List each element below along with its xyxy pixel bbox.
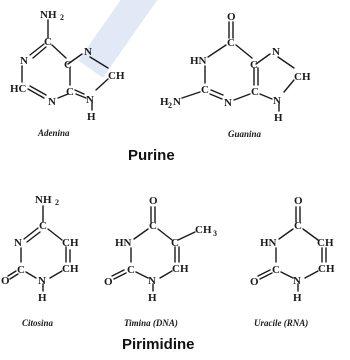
- adenine-atom-nh2: NH: [40, 9, 57, 21]
- cytosine-atom-h1: H: [38, 292, 47, 304]
- thymine-atom-c2: C: [127, 264, 135, 276]
- uracil-atom-c6h: CH: [318, 263, 335, 275]
- thymine-atom-c5: C: [171, 237, 179, 249]
- adenine-atom-n7: N: [84, 46, 92, 58]
- cytosine-atom-c6h: CH: [62, 263, 79, 275]
- section-label-purine: Purine: [128, 147, 175, 164]
- adenine-atom-c4: C: [66, 86, 74, 98]
- section-label-pyrimidine: Pirimidine: [122, 336, 195, 353]
- guanine-atom-hn1: HN: [190, 55, 207, 67]
- adenine-atom-n1: N: [20, 55, 28, 67]
- guanine-atom-n7: N: [272, 46, 280, 58]
- thymine-atom-o-top: O: [149, 195, 158, 207]
- guanine-atom-h9: H: [274, 112, 283, 124]
- guanine-name: Guanina: [228, 129, 262, 139]
- uracil-atom-h1: H: [293, 292, 302, 304]
- thymine-atom-c6h: CH: [172, 263, 189, 275]
- adenine-structure: NH 2 C N C N CH HC N C N H: [10, 9, 125, 123]
- adenine-atom-n9: N: [86, 94, 94, 106]
- thymine-atom-n1: N: [148, 275, 156, 287]
- cytosine-atom-nh2-sub: 2: [55, 198, 59, 207]
- cytosine-atom-c2: C: [17, 264, 25, 276]
- uracil-atom-c2: C: [272, 264, 280, 276]
- guanine-atom-o: O: [227, 11, 236, 23]
- guanine-atom-c5: C: [250, 59, 258, 71]
- uracil-atom-hn3: HN: [260, 237, 277, 249]
- cytosine-atom-c5h: CH: [62, 237, 79, 249]
- uracil-atom-c5h: CH: [317, 237, 334, 249]
- thymine-atom-hn3: HN: [115, 237, 132, 249]
- cytosine-structure: NH 2 C N CH O C CH N H: [1, 194, 79, 304]
- thymine-atom-ch3: CH: [195, 224, 212, 236]
- uracil-name: Uracile (RNA): [254, 318, 308, 328]
- guanine-atom-c8h: CH: [294, 71, 311, 83]
- cytosine-atom-o: O: [1, 275, 10, 287]
- adenine-atom-hc2: HC: [10, 83, 27, 95]
- guanine-atom-n9: N: [273, 95, 281, 107]
- uracil-structure: O C HN CH O C CH N H: [250, 195, 335, 304]
- adenine-atom-nh2-sub: 2: [60, 13, 64, 22]
- adenine-atom-c5: C: [64, 59, 72, 71]
- thymine-atom-h1: H: [148, 292, 157, 304]
- adenine-atom-c6: C: [44, 36, 52, 48]
- cytosine-atom-n1: N: [38, 275, 46, 287]
- cytosine-atom-nh2: NH: [35, 194, 52, 206]
- guanine-atom-c4: C: [251, 86, 259, 98]
- watermark: [78, 0, 172, 78]
- adenine-atom-n3: N: [48, 96, 56, 108]
- uracil-atom-n1: N: [293, 275, 301, 287]
- uracil-atom-o-top: O: [294, 195, 303, 207]
- adenine-atom-h9: H: [87, 111, 96, 123]
- guanine-atom-h2n: H: [160, 96, 169, 108]
- guanine-atom-n3: N: [224, 97, 232, 109]
- guanine-atom-c2: C: [201, 84, 209, 96]
- uracil-atom-o-left: O: [250, 276, 259, 288]
- adenine-atom-c8h: CH: [108, 70, 125, 82]
- guanine-structure: O C HN C N CH H 2 N C N C N H: [160, 11, 311, 124]
- cytosine-atom-n3: N: [14, 237, 22, 249]
- guanine-atom-h2n-sub: 2: [168, 101, 172, 110]
- thymine-atom-ch3-sub: 3: [213, 229, 217, 238]
- thymine-atom-o-left: O: [104, 276, 113, 288]
- guanine-atom-c6: C: [227, 37, 235, 49]
- thymine-atom-c4: C: [149, 220, 157, 232]
- adenine-name: Adenina: [37, 128, 70, 138]
- cytosine-name: Citosina: [22, 318, 54, 328]
- thymine-structure: O C HN C CH 3 O C CH N H: [104, 195, 217, 304]
- guanine-atom-h2n-n: N: [173, 96, 181, 108]
- uracil-atom-c4: C: [294, 220, 302, 232]
- thymine-name: Timina (DNA): [124, 318, 178, 328]
- cytosine-atom-c4: C: [39, 220, 47, 232]
